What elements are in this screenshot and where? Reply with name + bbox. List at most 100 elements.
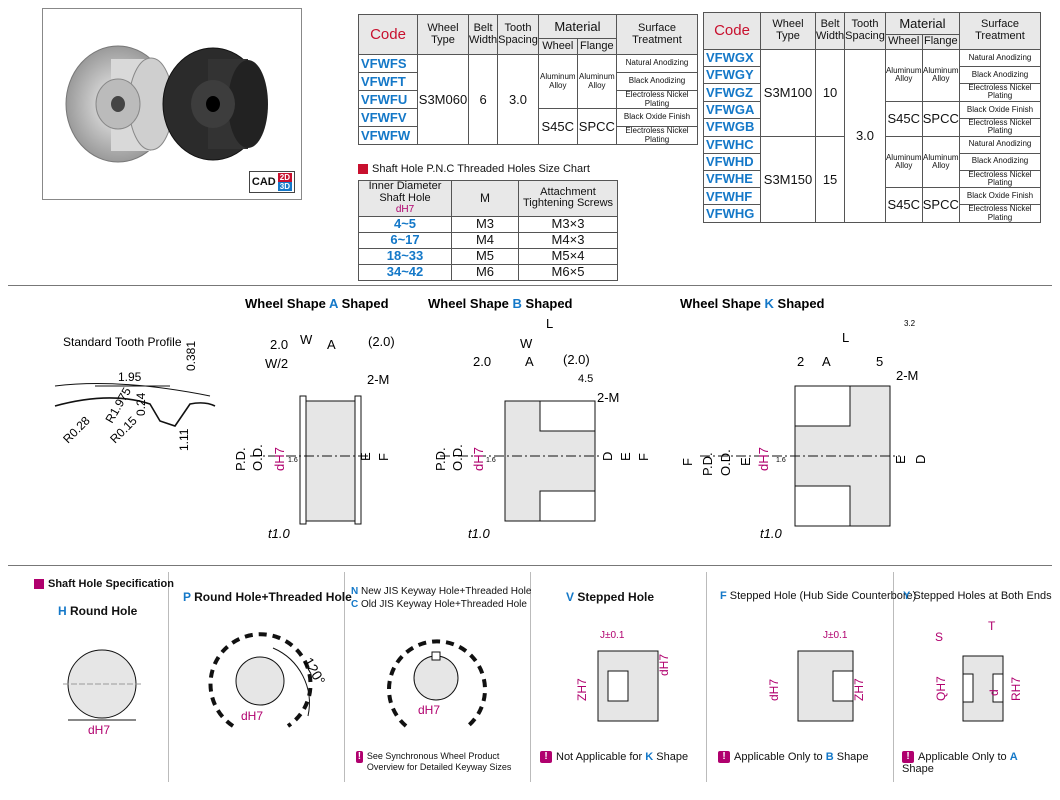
shaft-chart-heading: Shaft Hole P.N.C Threaded Holes Size Cha… xyxy=(358,163,590,175)
cad-badge[interactable]: CAD 2D 3D xyxy=(248,171,295,193)
code-cell[interactable]: VFWFU xyxy=(358,90,418,109)
m-cell: M3 xyxy=(451,215,519,233)
dim-2-label: 2.0 xyxy=(270,337,288,352)
surface-cell: Electroless Nickel Plating xyxy=(959,169,1041,189)
spec-table-s3m060: Code Wheel Type Belt Width Tooth Spacing… xyxy=(358,14,698,145)
tooth-profile-drawing: Standard Tooth Profile 1.95 0.381 R1.975… xyxy=(54,335,216,451)
dim-r-label: RH7 xyxy=(1009,677,1023,701)
code-cell[interactable]: VFWFT xyxy=(358,72,418,91)
flange-material-cell: SPCC xyxy=(921,187,961,224)
dim-j-label: J±0.1 xyxy=(823,630,848,641)
code-cell[interactable]: VFWHE xyxy=(703,169,761,189)
hub-counterbore-drawing: J±0.1 dH7 ZH7 xyxy=(767,630,866,722)
dim-z-label: ZH7 xyxy=(852,678,866,701)
dim-pd-label: P.D. xyxy=(233,447,248,471)
belt-width-cell: 6 xyxy=(467,54,499,145)
col-screws: Attachment Tightening Screws xyxy=(518,180,618,217)
info-icon: ! xyxy=(718,751,730,764)
dim-d-label: d xyxy=(987,689,1001,696)
belt-width-cell: 10 xyxy=(814,49,846,137)
code-cell[interactable]: VFWFW xyxy=(358,126,418,145)
screw-cell: M3×3 xyxy=(518,215,618,233)
flange-material-cell: SPCC xyxy=(921,100,961,137)
shape-k-drawing: Wheel Shape K Shaped L 2 A 5 2-M 3.2 F P… xyxy=(680,296,928,541)
dim-e-label: E xyxy=(618,452,633,461)
dim-a-label: A xyxy=(822,354,831,369)
dim-t1-label: t1.0 xyxy=(468,526,490,541)
flange-material-cell: SPCC xyxy=(576,108,618,145)
code-cell[interactable]: VFWGA xyxy=(703,100,761,119)
roughness-label: 1.6 xyxy=(288,457,298,464)
dim-2m-label: 2-M xyxy=(367,372,389,387)
option-f-title: F Stepped Hole (Hub Side Counterbore) xyxy=(720,590,917,602)
wheel-type-cell: S3M150 xyxy=(760,135,816,224)
code-cell[interactable]: VFWFV xyxy=(358,108,418,127)
shape-b-title: Wheel Shape B Shaped xyxy=(428,296,573,311)
product-photo: CAD 2D 3D xyxy=(42,8,302,200)
dim-d-label: D xyxy=(600,452,615,461)
col-flange: Flange xyxy=(576,38,618,55)
col-wheel: Wheel xyxy=(537,38,578,55)
dim-k5-label: 5 xyxy=(876,354,883,369)
col-tooth-spacing: Tooth Spacing xyxy=(844,12,886,50)
dim-l-label: L xyxy=(546,316,553,331)
code-cell[interactable]: VFWFS xyxy=(358,54,418,73)
col-code: Code xyxy=(358,14,418,55)
code-cell[interactable]: VFWHC xyxy=(703,135,761,154)
dim-2p-label: (2.0) xyxy=(368,334,395,349)
code-cell[interactable]: VFWGB xyxy=(703,117,761,137)
screw-cell: M6×5 xyxy=(518,263,618,281)
code-cell[interactable]: VFWHD xyxy=(703,152,761,171)
shape-b-drawing: Wheel Shape B Shaped L W 2.0 A (2.0) 4.5… xyxy=(428,296,651,541)
spec-table-s3m100-s3m150: Code Wheel Type Belt Width Tooth Spacing… xyxy=(703,12,1041,224)
m-cell: M4 xyxy=(451,231,519,249)
shape-k-title: Wheel Shape K Shaped xyxy=(680,296,825,311)
wheel-material-cell: Aluminum Alloy xyxy=(884,49,923,102)
dim-j-label: J±0.1 xyxy=(600,630,625,641)
col-wheel-type: Wheel Type xyxy=(760,12,816,50)
code-cell[interactable]: VFWHG xyxy=(703,204,761,224)
wheel-type-cell: S3M060 xyxy=(417,54,469,145)
option-y-title: Y Stepped Holes at Both Ends xyxy=(903,590,1052,602)
note-f: !Applicable Only to B Shape xyxy=(718,751,869,764)
info-icon: ! xyxy=(356,751,363,763)
dim-f-label: F xyxy=(636,453,651,461)
dim-w2-label: W/2 xyxy=(265,356,288,371)
code-cell[interactable]: VFWGY xyxy=(703,66,761,84)
dim-dh7-label: dH7 xyxy=(471,447,486,471)
dim-q-label: QH7 xyxy=(934,676,948,701)
shaft-spec-heading: Shaft Hole Specification xyxy=(34,578,174,590)
screw-cell: M5×4 xyxy=(518,247,618,265)
dim-dh7-label: dH7 xyxy=(241,709,263,723)
keyway-hole-drawing: dH7 xyxy=(387,639,487,728)
dim-d-label: D xyxy=(913,455,928,464)
belt-width-cell: 15 xyxy=(814,135,846,224)
screw-cell: M4×3 xyxy=(518,231,618,249)
code-cell[interactable]: VFWGX xyxy=(703,49,761,67)
dim-od-label: O.D. xyxy=(250,444,265,471)
code-cell[interactable]: VFWGZ xyxy=(703,83,761,102)
col-m: M xyxy=(451,180,519,217)
dim-w-label: W xyxy=(300,332,313,347)
code-cell[interactable]: VFWHF xyxy=(703,187,761,206)
surface-cell: Black Oxide Finish xyxy=(959,187,1041,206)
dim-t-label: T xyxy=(988,619,996,633)
tooth-d2-label: 1.11 xyxy=(177,428,191,451)
flange-material-cell: Aluminum Alloy xyxy=(921,135,961,189)
dim-t1-label: t1.0 xyxy=(760,526,782,541)
dim-e-label: E xyxy=(893,455,908,464)
round-hole-drawing: dH7 xyxy=(63,649,141,737)
col-wheel-type: Wheel Type xyxy=(417,14,469,55)
diameter-range-cell: 6~17 xyxy=(358,231,452,249)
option-c-title: C Old JIS Keyway Hole+Threaded Hole xyxy=(351,599,527,610)
cad-2d-label: 2D xyxy=(277,173,292,182)
option-n-title: N New JIS Keyway Hole+Threaded Hole xyxy=(351,586,532,597)
wheel-material-cell: Aluminum Alloy xyxy=(884,135,923,189)
tooth-height-label: 0.381 xyxy=(184,341,198,371)
dim-2-label: 2.0 xyxy=(473,354,491,369)
dim-k2-label: 2 xyxy=(797,354,804,369)
col-tooth-spacing: Tooth Spacing xyxy=(497,14,539,55)
dim-dh7-label: dH7 xyxy=(88,723,110,737)
dim-dh7-label: dH7 xyxy=(272,447,287,471)
surface-cell: Electroless Nickel Plating xyxy=(616,90,698,109)
